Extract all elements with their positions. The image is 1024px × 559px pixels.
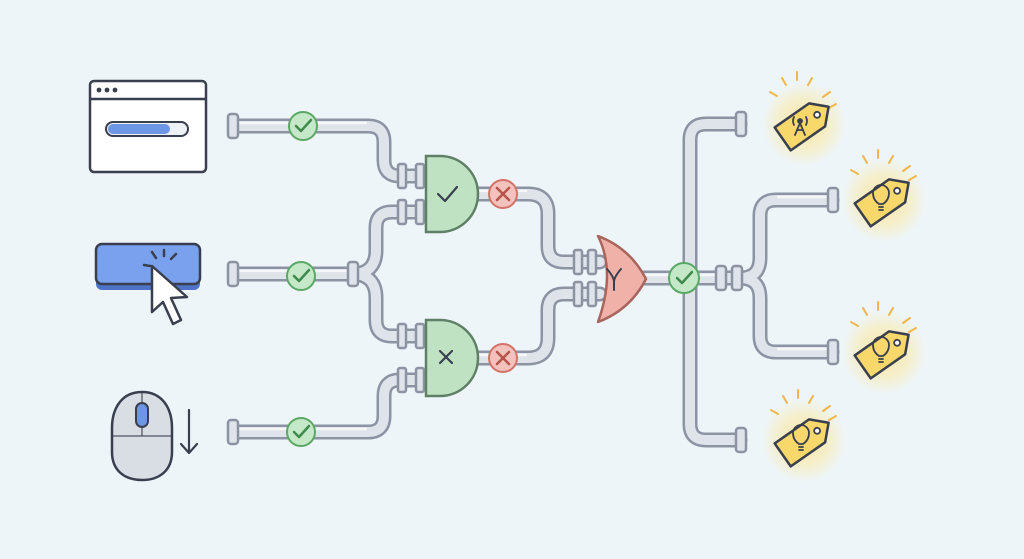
check-mark-icon: [436, 185, 459, 203]
pipe-cap-output-1: [734, 110, 748, 138]
pipe-branch-top: [682, 116, 748, 286]
pipe-coupler: [586, 280, 598, 308]
pipe-coupler: [396, 366, 408, 394]
browser-progress-icon: [88, 79, 208, 174]
mouse-scroll-down-icon: [110, 390, 199, 482]
pipe-cap-output-4: [734, 426, 748, 454]
signal-tower-icon: [792, 116, 808, 136]
output-tag-2: [842, 149, 926, 242]
scroll-wheel: [135, 402, 149, 428]
pipe-coupler: [414, 322, 426, 350]
pipe-cap-input-3: [226, 418, 240, 446]
pipe-branch-bottom: [682, 270, 748, 448]
pipe-coupler: [730, 264, 744, 292]
output-tag-3: [842, 301, 926, 394]
pipe-fittings: [226, 110, 840, 454]
and-gate-top: [424, 154, 480, 234]
arrow-down-icon: [179, 408, 199, 455]
pipe-coupler: [572, 248, 584, 276]
or-gate: [596, 234, 648, 324]
pipe-cap-input-1: [226, 112, 240, 140]
pipe-coupler: [346, 260, 360, 288]
pipe-coupler: [396, 162, 408, 190]
pipe-coupler: [586, 248, 598, 276]
pipe-cap-output-2: [826, 186, 840, 214]
cursor-arrow-icon: [150, 264, 189, 326]
lightbulb-icon: [792, 424, 810, 451]
pipe-coupler: [414, 162, 426, 190]
check-circle-icon: [288, 111, 318, 141]
pipe-cap-input-2: [226, 260, 240, 288]
button-click-icon: [94, 242, 202, 326]
pipe-cap-output-3: [826, 338, 840, 366]
lightbulb-icon: [872, 336, 890, 363]
check-circle-icon: [668, 262, 700, 294]
check-circle-icon: [286, 261, 316, 291]
pipe-coupler: [714, 264, 728, 292]
pipe-coupler: [396, 322, 408, 350]
pipe-coupler: [414, 366, 426, 394]
pipe-coupler: [572, 280, 584, 308]
and-gate-bottom: [424, 318, 480, 398]
output-tag-1: [762, 71, 846, 166]
pipe-coupler: [396, 198, 408, 226]
progress-bar-fill: [108, 124, 170, 134]
cross-circle-icon: [488, 343, 518, 373]
cross-mark-icon: [438, 349, 454, 365]
output-tag-4: [762, 389, 846, 482]
pipe-coupler: [414, 198, 426, 226]
cross-circle-icon: [488, 179, 518, 209]
check-circle-icon: [286, 417, 316, 447]
or-symbol-icon: [606, 268, 622, 291]
lightbulb-icon: [872, 184, 890, 211]
